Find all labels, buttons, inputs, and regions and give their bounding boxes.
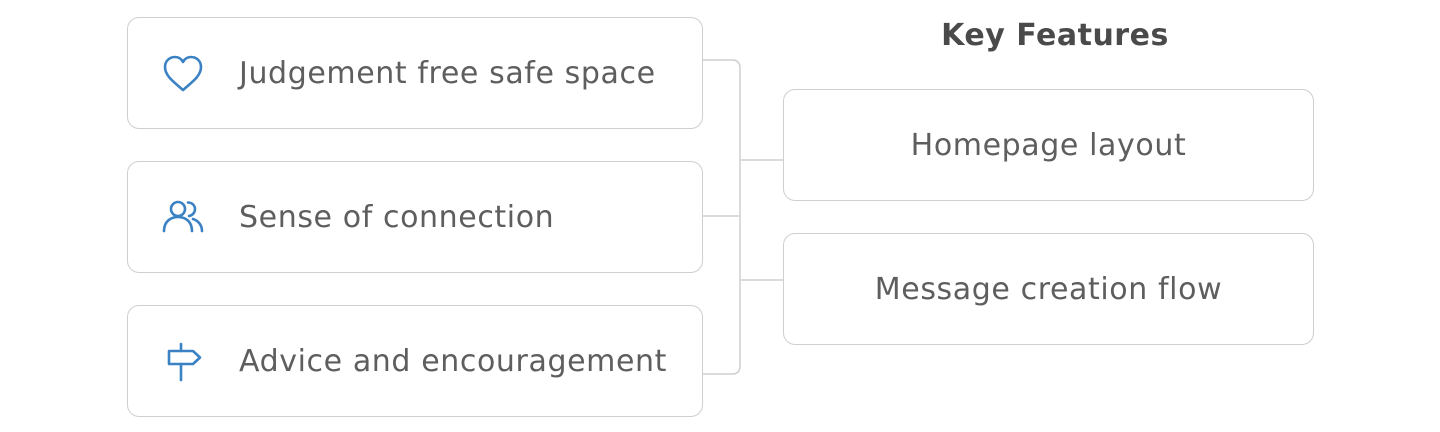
- need-box-judgement-free: Judgement free safe space: [127, 17, 703, 129]
- need-label: Advice and encouragement: [239, 343, 667, 379]
- need-label: Sense of connection: [239, 199, 555, 235]
- key-features-heading: Key Features: [941, 18, 1169, 53]
- people-icon: [160, 195, 206, 241]
- feature-label: Homepage layout: [910, 127, 1187, 163]
- signpost-icon: [160, 339, 206, 385]
- need-box-advice-and-encouragement: Advice and encouragement: [127, 305, 703, 417]
- feature-label: Message creation flow: [874, 271, 1223, 307]
- connector-need-1: [703, 59, 741, 375]
- need-box-sense-of-connection: Sense of connection: [127, 161, 703, 273]
- feature-box-message-creation-flow: Message creation flow: [783, 233, 1314, 345]
- heart-icon: [160, 51, 206, 97]
- feature-box-homepage-layout: Homepage layout: [783, 89, 1314, 201]
- need-label: Judgement free safe space: [239, 55, 656, 91]
